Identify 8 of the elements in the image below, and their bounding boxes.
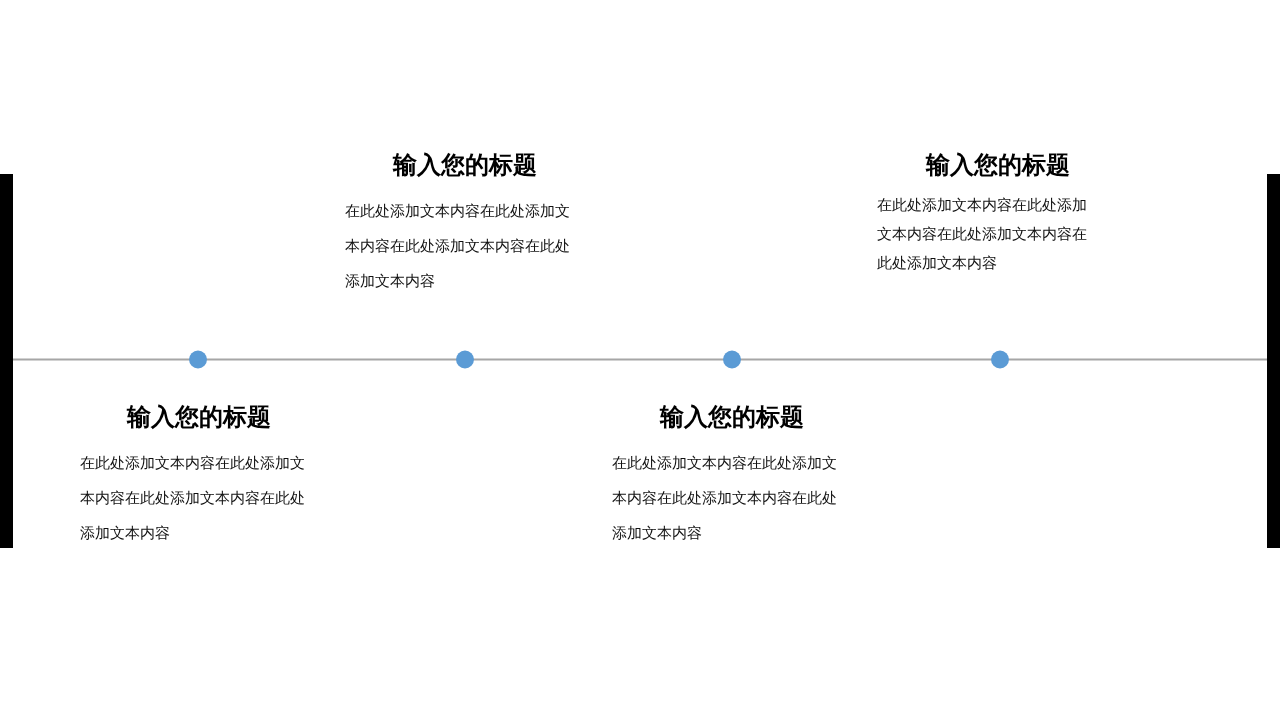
item-description: 在此处添加文本内容在此处添加文本内容在此处添加文本内容在此处添加文本内容 (612, 453, 838, 544)
item-description: 在此处添加文本内容在此处添加文本内容在此处添加文本内容在此处添加文本内容 (345, 201, 571, 292)
item-description: 在此处添加文本内容在此处添加文本内容在此处添加文本内容在此处添加文本内容 (80, 453, 306, 544)
item-title: 输入您的标题 (660, 402, 804, 432)
item-title: 输入您的标题 (393, 150, 537, 180)
item-title: 输入您的标题 (926, 150, 1070, 180)
item-description: 在此处添加文本内容在此处添加文本内容在此处添加文本内容在此处添加文本内容 (877, 195, 1088, 274)
item-title: 输入您的标题 (127, 402, 271, 432)
